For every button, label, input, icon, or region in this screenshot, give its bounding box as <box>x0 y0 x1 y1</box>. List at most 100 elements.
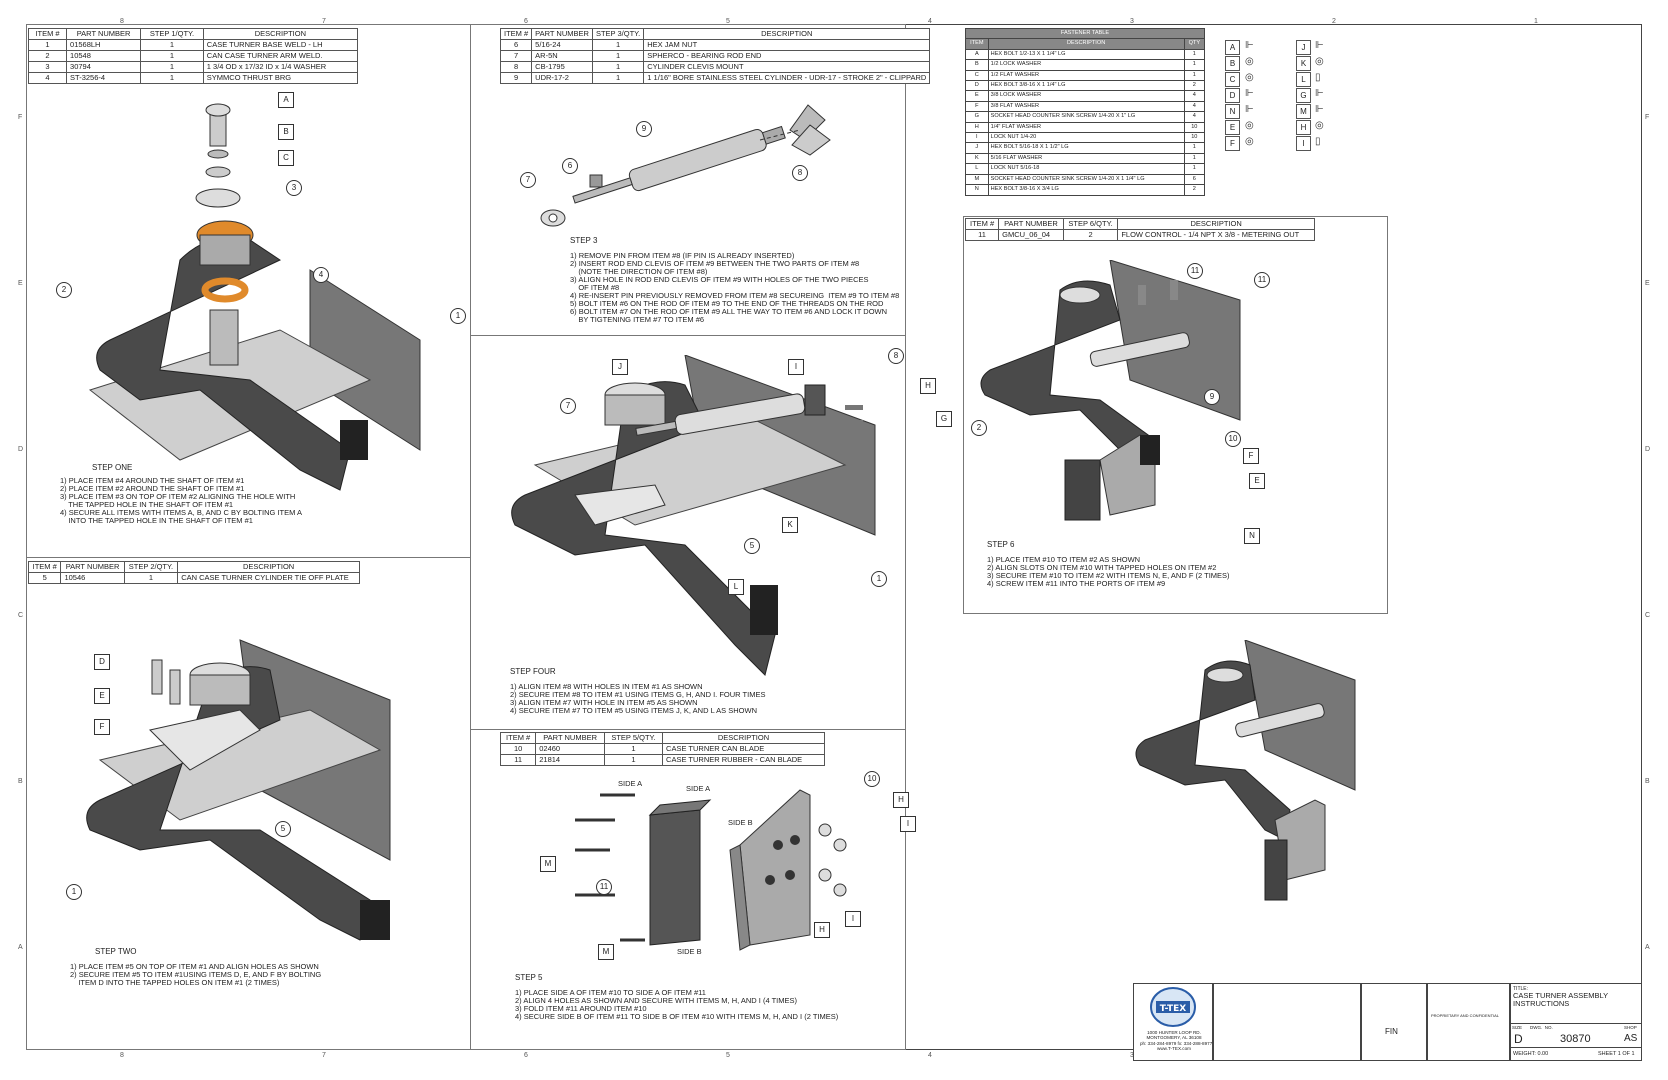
callout-balloon: 2 <box>971 420 987 436</box>
col-qty: STEP 6/QTY. <box>1062 218 1119 230</box>
callout-balloon: 4 <box>313 267 329 283</box>
description-cell: CAN CASE TURNER CYLINDER TIE OFF PLATE <box>177 572 360 584</box>
zone-marker: 3 <box>1130 1052 1134 1059</box>
hardware-icon: ◎ <box>1245 120 1254 131</box>
qty-cell: 2 <box>1062 229 1119 241</box>
fastener-item-cell: D <box>965 80 989 92</box>
col-item: ITEM # <box>27 28 68 40</box>
divider-step3-step4 <box>470 335 906 336</box>
fastener-item-cell: N <box>965 184 989 196</box>
item-number-cell: 8 <box>499 61 533 73</box>
col-item: ITEM # <box>27 561 62 573</box>
callout-balloon: 8 <box>792 165 808 181</box>
fastener-item-cell: L <box>965 163 989 175</box>
side-label: SIDE B <box>677 947 702 956</box>
part-number-cell: GMCU_06_04 <box>998 229 1064 241</box>
col-desc: DESCRIPTION <box>177 561 360 573</box>
description-cell: CASE TURNER BASE WELD - LH <box>202 39 359 51</box>
part-number-cell: 02460 <box>535 743 605 755</box>
callout-balloon: 8 <box>888 348 904 364</box>
qty-cell: 1 <box>603 754 664 766</box>
part-number-cell: 01568LH <box>66 39 142 51</box>
title-block-blank-cell <box>1213 983 1361 1061</box>
hardware-icon: ⊩ <box>1315 88 1324 99</box>
part-number-cell: 10546 <box>60 572 125 584</box>
fastener-item-cell: G <box>965 111 989 123</box>
fastener-qty-cell: 1 <box>1183 142 1206 154</box>
title-label: TITLE: <box>1513 986 1529 992</box>
callout-balloon: 10 <box>1225 431 1241 447</box>
col-desc: DESCRIPTION <box>662 732 825 744</box>
qty-cell: 1 <box>603 743 664 755</box>
callout-balloon: 2 <box>56 282 72 298</box>
zone-marker: 4 <box>928 18 932 25</box>
item-number-cell: 5 <box>27 572 62 584</box>
item-number-cell: 3 <box>27 61 68 73</box>
hardware-key-box: L <box>1296 72 1311 87</box>
title-block-number-row <box>1510 1023 1642 1048</box>
hardware-key-box: G <box>1296 88 1311 103</box>
hardware-icon: ⊩ <box>1315 40 1324 51</box>
title-block-tolerance-cell <box>1361 983 1427 1061</box>
hardware-key-box: E <box>1225 120 1240 135</box>
zone-marker: B <box>18 778 23 785</box>
fastener-desc-cell: HEX BOLT 3/8-16 X 3/4 LG <box>987 184 1185 196</box>
fastener-desc-cell: SOCKET HEAD COUNTER SINK SCREW 1/4-20 X … <box>987 111 1185 123</box>
qty-cell: 1 <box>140 61 204 73</box>
callout-balloon: 11 <box>596 879 612 895</box>
zone-marker: 5 <box>726 1052 730 1059</box>
fastener-desc-cell: LOCK NUT 5/16-18 <box>987 163 1185 175</box>
description-cell: CASE TURNER RUBBER - CAN BLADE <box>662 754 825 766</box>
zone-marker: B <box>1645 778 1650 785</box>
hardware-icon: ⊩ <box>1245 88 1254 99</box>
hardware-icon: ◎ <box>1315 120 1324 131</box>
callout-balloon: 6 <box>562 158 578 174</box>
col-qty: STEP 2/QTY. <box>123 561 179 573</box>
callout-balloon: 1 <box>871 571 887 587</box>
step3-instructions: 1) REMOVE PIN FROM ITEM #8 (IF PIN IS AL… <box>570 251 900 324</box>
step2-bom-table: ITEM # PART NUMBER STEP 2/QTY. DESCRIPTI… <box>27 561 360 584</box>
callout-balloon: 1 <box>66 884 82 900</box>
part-number-cell: CB-1795 <box>531 61 593 73</box>
step5-bom-table: ITEM # PART NUMBER STEP 5/QTY. DESCRIPTI… <box>499 732 825 766</box>
fastener-item-cell: B <box>965 59 989 71</box>
callout-balloon: K <box>782 517 798 533</box>
weight: WEIGHT: 0.00 <box>1513 1051 1549 1057</box>
callout-balloon: M <box>598 944 614 960</box>
step6-instructions: 1) PLACE ITEM #10 TO ITEM #2 AS SHOWN 2)… <box>987 555 1230 588</box>
step6-bom-table: ITEM # PART NUMBER STEP 6/QTY. DESCRIPTI… <box>964 218 1315 241</box>
step5-blade-view <box>575 789 847 951</box>
fastener-item-cell: A <box>965 48 989 61</box>
fastener-desc-cell: 1/2 LOCK WASHER <box>987 59 1185 71</box>
step4-title: STEP FOUR <box>510 667 556 676</box>
fastener-desc-cell: 3/8 LOCK WASHER <box>987 90 1185 102</box>
divider-step4-step5 <box>470 729 906 730</box>
col-part: PART NUMBER <box>531 28 593 40</box>
fastener-qty-cell: 2 <box>1183 184 1206 196</box>
fastener-desc-cell: 1/2 FLAT WASHER <box>987 69 1185 82</box>
qty-cell: 1 <box>591 61 645 73</box>
finish-value: FIN <box>1385 1027 1398 1036</box>
col-qty: STEP 5/QTY. <box>603 732 664 744</box>
callout-balloon: 3 <box>286 180 302 196</box>
drawing-number: 30870 <box>1560 1033 1591 1045</box>
hardware-key-box: N <box>1225 104 1240 119</box>
callout-balloon: L <box>728 579 744 595</box>
description-cell: CAN CASE TURNER ARM WELD. <box>202 50 359 62</box>
rev-label: SHOP <box>1624 1025 1637 1030</box>
logo-text: T-TEX <box>1160 1004 1187 1014</box>
callout-balloon: F <box>1243 448 1259 464</box>
step3-title: STEP 3 <box>570 236 598 245</box>
fastener-item-cell: K <box>965 152 989 165</box>
callout-balloon: M <box>540 856 556 872</box>
